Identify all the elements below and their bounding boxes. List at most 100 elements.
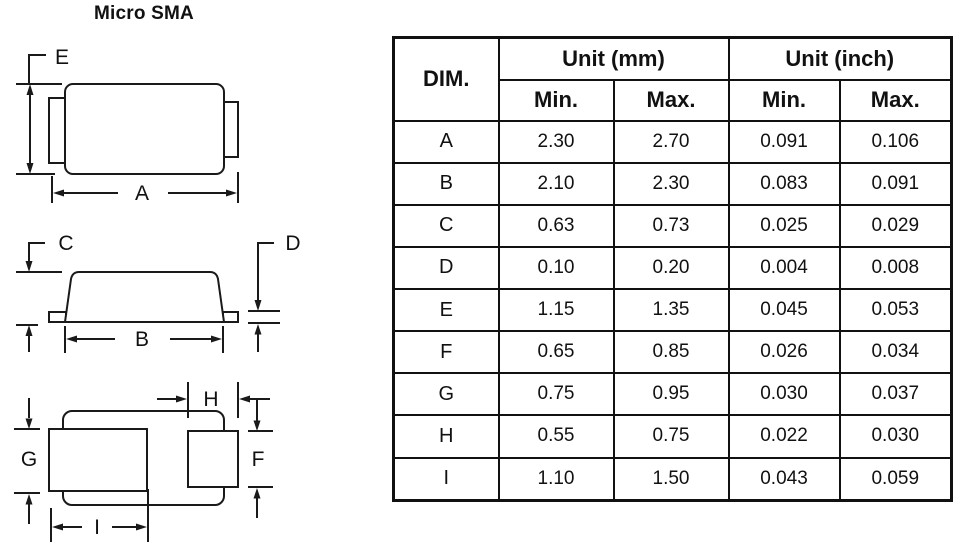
- value-cell: 0.026: [727, 330, 841, 375]
- value-cell: 0.008: [838, 245, 953, 291]
- table-header-row-units: DIM. Unit (mm) Unit (inch): [392, 36, 953, 122]
- value-cell: 0.030: [727, 372, 841, 417]
- table-row: G 0.75 0.95 0.030 0.037: [392, 372, 953, 417]
- table-row: F 0.65 0.85 0.026 0.034: [392, 330, 953, 375]
- header-inch-max: Max.: [838, 78, 953, 122]
- value-cell: 0.053: [838, 287, 953, 333]
- dim-label-d: D: [285, 232, 300, 255]
- dim-d-leader: [257, 242, 274, 300]
- dim-i-arrow-right: [136, 523, 147, 531]
- value-cell: 0.045: [727, 287, 841, 333]
- dim-h-arrow-right: [176, 395, 187, 403]
- dim-c-arrow-up: [25, 325, 33, 336]
- value-cell: 0.65: [497, 330, 615, 375]
- value-cell: 0.022: [727, 414, 841, 459]
- dim-f-arrow-down: [253, 420, 261, 431]
- dim-f-arrow-up: [253, 488, 261, 499]
- top-view-left-lead: [48, 97, 66, 164]
- value-cell: 0.029: [838, 203, 953, 248]
- value-cell: 0.034: [838, 330, 953, 375]
- value-cell: 0.63: [497, 203, 615, 248]
- dim-cell: D: [392, 245, 500, 291]
- dim-i-arrow-left: [52, 523, 63, 531]
- value-cell: 0.95: [612, 372, 730, 417]
- dim-cell: G: [392, 372, 500, 417]
- side-view-right-lead: [222, 311, 239, 323]
- dim-label-c: C: [58, 232, 73, 255]
- side-view-body: [63, 271, 226, 323]
- dim-label-g: G: [21, 448, 37, 471]
- dim-g-arrow-down: [25, 418, 33, 429]
- value-cell: 0.55: [497, 414, 615, 459]
- table-row: C 0.63 0.73 0.025 0.029: [392, 203, 953, 248]
- dim-e-arrow-down: [26, 163, 34, 174]
- dim-a-arrow-left: [53, 189, 64, 197]
- dim-cell: I: [392, 456, 500, 502]
- dim-c-leader: [28, 242, 45, 261]
- dim-b-arrow-left: [66, 335, 77, 343]
- bottom-view-right-pad: [187, 430, 239, 488]
- dim-label-f: F: [252, 448, 265, 471]
- value-cell: 1.50: [612, 456, 730, 502]
- header-mm-max: Max.: [612, 78, 730, 122]
- value-cell: 0.030: [838, 414, 953, 459]
- dim-e-arrow-up: [26, 84, 34, 95]
- value-cell: 0.10: [497, 245, 615, 291]
- value-cell: 0.091: [727, 119, 841, 164]
- value-cell: 0.106: [838, 119, 953, 164]
- table-row: D 0.10 0.20 0.004 0.008: [392, 245, 953, 291]
- value-cell: 0.091: [838, 161, 953, 206]
- dim-label-b: B: [135, 328, 149, 351]
- value-cell: 2.30: [612, 161, 730, 206]
- table-row: I 1.10 1.50 0.043 0.059: [392, 456, 953, 502]
- dim-g-arrow-up: [25, 494, 33, 505]
- dim-label-e: E: [55, 46, 69, 69]
- dim-d-arrow-down: [254, 300, 262, 311]
- value-cell: 2.10: [497, 161, 615, 206]
- table-row: E 1.15 1.35 0.045 0.053: [392, 287, 953, 333]
- value-cell: 0.083: [727, 161, 841, 206]
- top-view-right-lead: [223, 101, 239, 158]
- bottom-view-drawing: H F G I: [14, 382, 273, 542]
- value-cell: 1.10: [497, 456, 615, 502]
- top-view-body: [64, 83, 225, 175]
- package-outline-drawings: E A C B: [14, 46, 301, 542]
- value-cell: 0.004: [727, 245, 841, 291]
- dim-cell: E: [392, 287, 500, 333]
- page-title: Micro SMA: [94, 3, 194, 24]
- dim-e-leader: [28, 54, 46, 83]
- value-cell: 0.73: [612, 203, 730, 248]
- value-cell: 0.75: [497, 372, 615, 417]
- bottom-view-left-pad: [48, 428, 148, 492]
- dim-label-a: A: [135, 182, 149, 205]
- value-cell: 2.70: [612, 119, 730, 164]
- dim-label-h: H: [203, 388, 218, 411]
- header-dim: DIM.: [392, 36, 500, 122]
- value-cell: 0.025: [727, 203, 841, 248]
- dim-c-arrow-down: [25, 261, 33, 272]
- dim-b-arrow-right: [211, 335, 222, 343]
- dim-cell: C: [392, 203, 500, 248]
- dim-cell: A: [392, 119, 500, 164]
- table-row: B 2.10 2.30 0.083 0.091: [392, 161, 953, 206]
- dim-label-i: I: [94, 516, 100, 539]
- header-unit-mm: Unit (mm): [497, 36, 730, 81]
- dim-a-arrow-right: [226, 189, 237, 197]
- top-view-drawing: E A: [16, 46, 239, 205]
- dim-d-arrow-up: [254, 324, 262, 335]
- header-inch-min: Min.: [727, 78, 841, 122]
- value-cell: 0.043: [727, 456, 841, 502]
- side-view-left-lead: [48, 311, 67, 323]
- dim-cell: H: [392, 414, 500, 459]
- dim-cell: F: [392, 330, 500, 375]
- value-cell: 1.15: [497, 287, 615, 333]
- dim-cell: B: [392, 161, 500, 206]
- value-cell: 0.75: [612, 414, 730, 459]
- value-cell: 0.059: [838, 456, 953, 502]
- value-cell: 2.30: [497, 119, 615, 164]
- value-cell: 1.35: [612, 287, 730, 333]
- table-row: A 2.30 2.70 0.091 0.106: [392, 119, 953, 164]
- header-unit-inch: Unit (inch): [727, 36, 953, 81]
- side-view-drawing: C B D: [16, 232, 301, 353]
- dimension-table: DIM. Unit (mm) Unit (inch) Min. Max. Min…: [392, 36, 954, 502]
